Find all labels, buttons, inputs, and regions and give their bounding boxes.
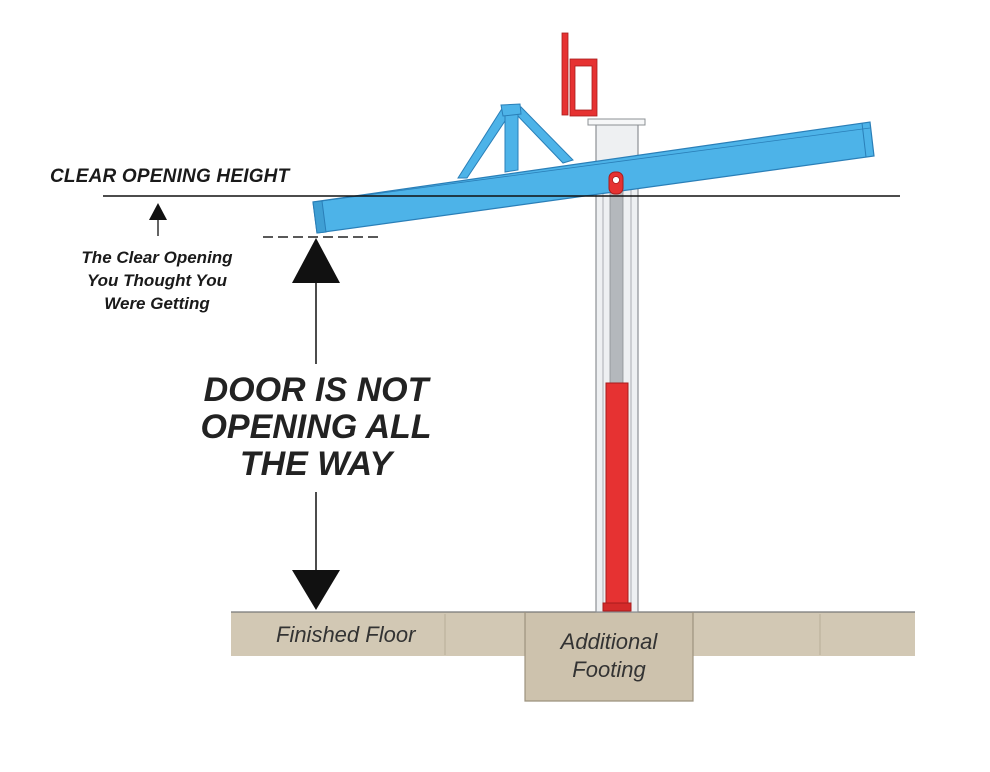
truss-left-leg [457, 106, 510, 179]
small-up-arrow [149, 203, 167, 236]
bracket-bar [561, 32, 569, 116]
bracket-frame-inner [574, 65, 593, 111]
footing-outline [524, 612, 694, 702]
up-arrowhead [292, 238, 340, 283]
top-bracket [561, 32, 598, 117]
cylinder-base [602, 602, 632, 612]
hydraulic-cylinder [605, 382, 629, 610]
pivot [608, 171, 624, 195]
thought-opening-line-3: Were Getting [104, 294, 210, 313]
down-arrowhead [292, 570, 340, 610]
door-message: DOOR IS NOT OPENING ALL THE WAY [196, 372, 436, 483]
footing-line-2: Footing [572, 657, 646, 682]
thought-opening-line-2: You Thought You [86, 271, 228, 290]
thought-opening-line-1: The Clear Opening [81, 248, 233, 267]
door-message-line-1: DOOR IS NOT [203, 371, 429, 409]
beam-end-cap [312, 200, 327, 234]
hydraulic-post [587, 118, 646, 613]
truss [457, 103, 574, 179]
thought-opening-label: The Clear Opening You Thought You Were G… [62, 246, 252, 315]
post-cap [587, 118, 646, 126]
footing-line-1: Additional [560, 629, 658, 654]
beam-far-end [861, 122, 867, 158]
ground [231, 611, 915, 702]
beam-bevel [321, 127, 871, 202]
finished-floor-label: Finished Floor [276, 622, 416, 647]
door-message-line-2: OPENING ALL [200, 408, 432, 446]
small-arrow-head [149, 203, 167, 220]
truss-apex [500, 103, 522, 117]
door-message-line-3: THE WAY [239, 445, 393, 483]
additional-footing-label: Additional Footing [533, 628, 685, 684]
opening-dimension-arrow [292, 238, 340, 610]
door-beam [312, 121, 875, 234]
clear-opening-height-label: CLEAR OPENING HEIGHT [50, 166, 290, 187]
additional-footing-block [525, 612, 693, 701]
truss-post [504, 109, 519, 173]
pivot-pin [612, 176, 620, 184]
piston-rod [609, 184, 624, 386]
